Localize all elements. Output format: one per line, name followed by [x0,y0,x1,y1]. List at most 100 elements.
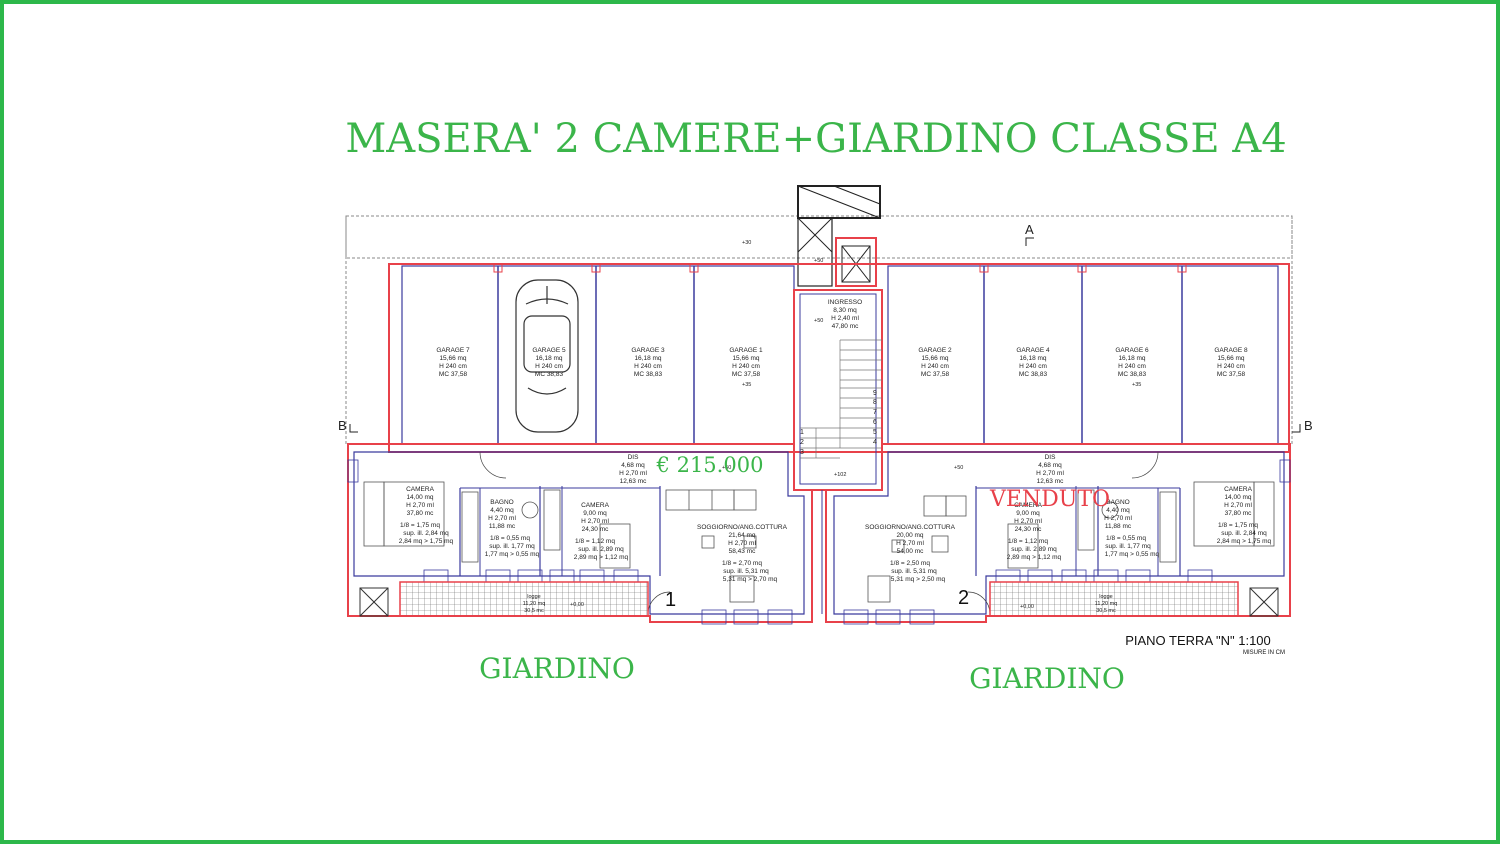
svg-text:sup. ill. 1,77 mq: sup. ill. 1,77 mq [1105,543,1151,550]
section-b-left-marker: B [338,418,347,433]
garage-6-name: GARAGE 6 [1115,347,1149,354]
svg-text:20,00 mq: 20,00 mq [896,532,923,539]
svg-text:1/8 = 2,70 mq: 1/8 = 2,70 mq [722,560,762,567]
garage-1-name: GARAGE 1 [729,347,763,354]
svg-text:H 240 cm: H 240 cm [1118,363,1146,370]
svg-text:1/8 = 1,75 mq: 1/8 = 1,75 mq [400,522,440,529]
svg-text:MC 37,58: MC 37,58 [732,371,761,378]
soggiorno-right-name: SOGGIORNO/ANG.COTTURA [865,524,956,531]
svg-text:16,18 mq: 16,18 mq [634,355,661,362]
svg-text:21,64 mq: 21,64 mq [728,532,755,539]
svg-text:sup. ill. 2,89 mq: sup. ill. 2,89 mq [1011,546,1057,553]
svg-text:1/8 = 0,55 mq: 1/8 = 0,55 mq [1106,535,1146,542]
dis-left-name: DIS [628,454,640,461]
svg-text:9: 9 [873,390,877,397]
porticos: logge 11,20 mq 30,5 mc logge 11,20 mq 30… [359,581,1279,617]
camera-right-name: CAMERA [1224,486,1252,493]
svg-text:H 240 cm: H 240 cm [535,363,563,370]
svg-text:+102: +102 [834,472,846,478]
svg-text:MC 37,58: MC 37,58 [1217,371,1246,378]
svg-text:4,68 mq: 4,68 mq [1038,462,1062,469]
garage-4-name: GARAGE 4 [1016,347,1050,354]
svg-text:1/8 = 1,75 mq: 1/8 = 1,75 mq [1218,522,1258,529]
svg-text:2,84 mq > 1,75 mq: 2,84 mq > 1,75 mq [1217,538,1272,545]
svg-text:8: 8 [873,399,877,406]
svg-text:MC 38,83: MC 38,83 [1118,371,1147,378]
svg-text:H 2,70 ml: H 2,70 ml [1104,515,1132,522]
svg-text:1,77 mq > 0,55 mq: 1,77 mq > 0,55 mq [485,551,540,558]
garage-8-name: GARAGE 8 [1214,347,1248,354]
svg-text:sup. ill. 2,84 mq: sup. ill. 2,84 mq [403,530,449,537]
svg-text:16,18 mq: 16,18 mq [1118,355,1145,362]
elevation-marks: +30 +50 +50 +35 +35 +50 +102 +50 +0,00 +… [570,240,1141,610]
svg-text:logge: logge [527,594,540,600]
svg-text:11,20 mq: 11,20 mq [1095,601,1118,607]
svg-text:MC 38,83: MC 38,83 [634,371,663,378]
svg-text:sup. ill. 1,77 mq: sup. ill. 1,77 mq [489,543,535,550]
svg-text:24,30 mc: 24,30 mc [1015,526,1042,533]
svg-text:4: 4 [873,439,877,446]
camera-left-name: CAMERA [406,486,434,493]
svg-text:11,20 mq: 11,20 mq [523,601,546,607]
site-outline [345,215,1293,259]
svg-text:H 240 cm: H 240 cm [634,363,662,370]
unit-numbers: 1 2 [665,587,969,611]
svg-text:15,66 mq: 15,66 mq [1217,355,1244,362]
svg-text:7: 7 [873,409,877,416]
svg-text:37,80 mc: 37,80 mc [407,510,434,517]
svg-text:H 2,70 ml: H 2,70 ml [728,540,756,547]
svg-text:+50: +50 [814,318,823,324]
svg-text:4,40 mq: 4,40 mq [1106,507,1130,514]
svg-text:2,89 mq > 1,12 mq: 2,89 mq > 1,12 mq [574,554,629,561]
svg-text:1/8 = 1,12 mq: 1/8 = 1,12 mq [1008,538,1048,545]
svg-text:1,77 mq > 0,55 mq: 1,77 mq > 0,55 mq [1105,551,1160,558]
svg-text:H 240 cm: H 240 cm [732,363,760,370]
svg-text:6: 6 [873,419,877,426]
soggiorno-left-name: SOGGIORNO/ANG.COTTURA [697,524,788,531]
svg-text:H 2,70 ml: H 2,70 ml [619,470,647,477]
svg-text:12,63 mc: 12,63 mc [620,478,647,485]
garage-labels: GARAGE 7 15,66 mq H 240 cm MC 37,58 GARA… [436,347,1248,378]
bagno-left-name: BAGNO [490,499,513,506]
svg-text:2,89 mq > 1,12 mq: 2,89 mq > 1,12 mq [1007,554,1062,561]
garden-right-label: GIARDINO [969,662,1125,695]
svg-text:5,31 mq > 2,70 mq: 5,31 mq > 2,70 mq [723,576,778,583]
section-b-right-marker: B [1304,418,1313,433]
svg-text:logge: logge [1099,594,1112,600]
svg-text:1/8 = 0,55 mq: 1/8 = 0,55 mq [490,535,530,542]
svg-text:3: 3 [800,449,804,456]
plan-subcaption: MISURE IN CM [1243,650,1285,656]
svg-text:+50: +50 [722,465,731,471]
stair-shaft [797,217,833,287]
svg-text:1/8 = 1,12 mq: 1/8 = 1,12 mq [575,538,615,545]
svg-text:H 2,70 ml: H 2,70 ml [1224,502,1252,509]
svg-text:+0,00: +0,00 [1020,604,1034,610]
svg-text:16,18 mq: 16,18 mq [1019,355,1046,362]
svg-text:4,40 mq: 4,40 mq [490,507,514,514]
furniture [363,481,1275,603]
svg-text:15,66 mq: 15,66 mq [921,355,948,362]
svg-text:MC 37,58: MC 37,58 [921,371,950,378]
svg-text:H 240 cm: H 240 cm [1217,363,1245,370]
svg-text:+30: +30 [742,240,751,246]
camera-left-small-name: CAMERA [581,502,609,509]
svg-text:H 2,70 ml: H 2,70 ml [1014,518,1042,525]
svg-text:11,88 mc: 11,88 mc [489,523,516,530]
svg-text:H 240 cm: H 240 cm [1019,363,1047,370]
svg-text:H 2,70 ml: H 2,70 ml [406,502,434,509]
svg-text:15,66 mq: 15,66 mq [732,355,759,362]
svg-text:16,18 mq: 16,18 mq [535,355,562,362]
garage-5-name: GARAGE 5 [532,347,566,354]
svg-text:MC 38,83: MC 38,83 [535,371,564,378]
svg-text:11,88 mc: 11,88 mc [1105,523,1132,530]
svg-text:30,5 mc: 30,5 mc [524,608,544,614]
svg-text:15,66 mq: 15,66 mq [439,355,466,362]
garage-3-name: GARAGE 3 [631,347,665,354]
svg-text:MC 38,83: MC 38,83 [1019,371,1048,378]
listing-title: MASERA' 2 CAMERE+GIARDINO CLASSE A4 [345,116,1286,162]
svg-text:H 240 cm: H 240 cm [439,363,467,370]
svg-text:58,43 mc: 58,43 mc [729,548,756,555]
svg-text:+50: +50 [954,465,963,471]
svg-text:MC 37,58: MC 37,58 [439,371,468,378]
